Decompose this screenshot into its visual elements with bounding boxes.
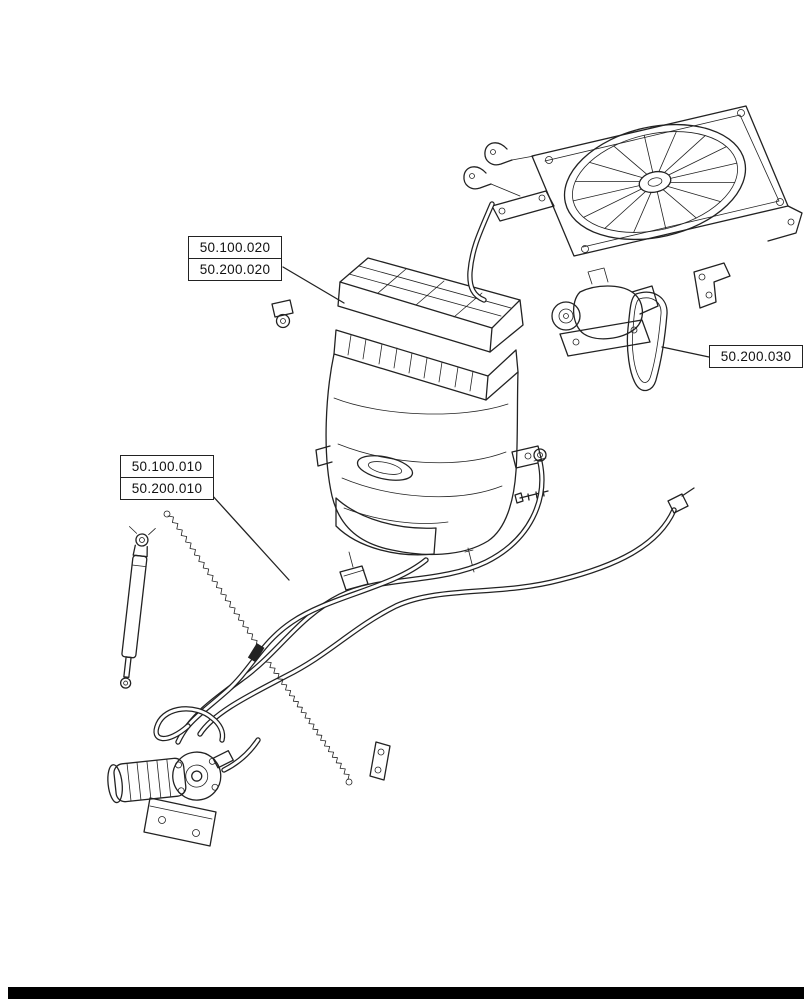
drain-coil-hose-illustration — [163, 510, 353, 786]
part-reference[interactable]: 50.200.030 — [720, 349, 792, 364]
leader-line-upper — [282, 266, 345, 304]
callout-leader-lines — [210, 266, 710, 581]
gas-strut-illustration — [119, 526, 156, 689]
callout-50-100-010[interactable]: 50.100.010 50.200.010 — [120, 455, 214, 500]
part-reference[interactable]: 50.100.010 — [131, 459, 203, 474]
mounting-clamp-illustration — [271, 299, 294, 329]
hvac-unit-illustration — [315, 257, 549, 573]
page-footer-bar — [8, 987, 804, 999]
callout-50-100-020[interactable]: 50.100.020 50.200.020 — [188, 236, 282, 281]
mounting-bracket-illustration — [369, 741, 391, 781]
compressor-and-belt-illustration — [551, 262, 731, 392]
fan-and-shroud-assembly-illustration — [463, 105, 803, 257]
heater-hoses-illustration — [153, 201, 695, 773]
leader-line-lower — [210, 493, 290, 581]
water-pump-illustration — [107, 749, 234, 847]
part-reference[interactable]: 50.100.020 — [199, 240, 271, 255]
part-reference[interactable]: 50.200.010 — [121, 477, 213, 499]
callout-50-200-030[interactable]: 50.200.030 — [709, 345, 803, 368]
part-reference[interactable]: 50.200.020 — [189, 258, 281, 280]
leader-line-compressor — [661, 346, 710, 358]
